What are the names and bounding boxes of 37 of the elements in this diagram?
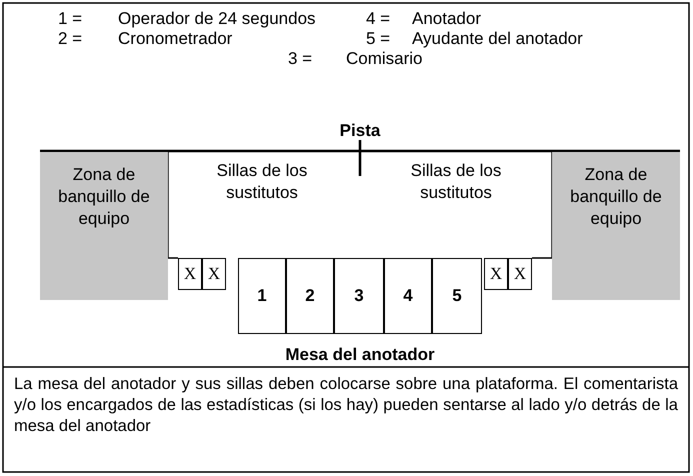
key-number: 4 =	[366, 8, 392, 30]
area-label: Sillas de los sustitutos	[410, 160, 502, 204]
key-number: 3 =	[288, 48, 314, 70]
note-paragraph: La mesa del anotador y sus sillas deben colocarse sobre una plataforma. El comentarista y/o los encargados de las estadísticas (si los hay) pueden sentarse al lado y/o detrás de la mesa del anotador	[14, 374, 678, 437]
court-label: Pista	[338, 120, 382, 142]
substitute-chair	[484, 258, 508, 290]
node-text: X	[490, 263, 502, 286]
key-text: Ayudante del anotador	[412, 28, 584, 50]
official-seat	[432, 258, 482, 334]
node-text: 5	[452, 285, 462, 308]
key-text: Operador de 24 segundos	[118, 8, 317, 30]
official-seat	[238, 258, 286, 334]
node-text: X	[184, 263, 196, 286]
team-bench-zone	[40, 152, 168, 300]
node-text: 2	[305, 285, 315, 308]
node-text: X	[208, 263, 220, 286]
node-text: 4	[403, 285, 413, 308]
substitute-chair	[178, 258, 202, 290]
key-text: Cronometrador	[118, 28, 234, 50]
table-label: Mesa del anotador	[284, 344, 436, 366]
key-number: 1 =	[58, 8, 84, 30]
node-text: 1	[257, 285, 267, 308]
substitute-chair	[202, 258, 226, 290]
key-number: 2 =	[58, 28, 84, 50]
area-label: Sillas de los sustitutos	[216, 160, 308, 204]
node-text: Zona de banquillo de equipo	[57, 164, 151, 230]
substitute-chair	[508, 258, 532, 290]
official-seat	[334, 258, 384, 334]
key-text: Comisario	[346, 48, 424, 70]
team-bench-zone	[552, 152, 680, 300]
official-seat	[384, 258, 432, 334]
key-number: 5 =	[366, 28, 392, 50]
node-text: Zona de banquillo de equipo	[569, 164, 663, 230]
key-text: Anotador	[412, 8, 482, 30]
official-seat	[286, 258, 334, 334]
node-text: 3	[354, 285, 364, 308]
node-text: X	[514, 263, 526, 286]
